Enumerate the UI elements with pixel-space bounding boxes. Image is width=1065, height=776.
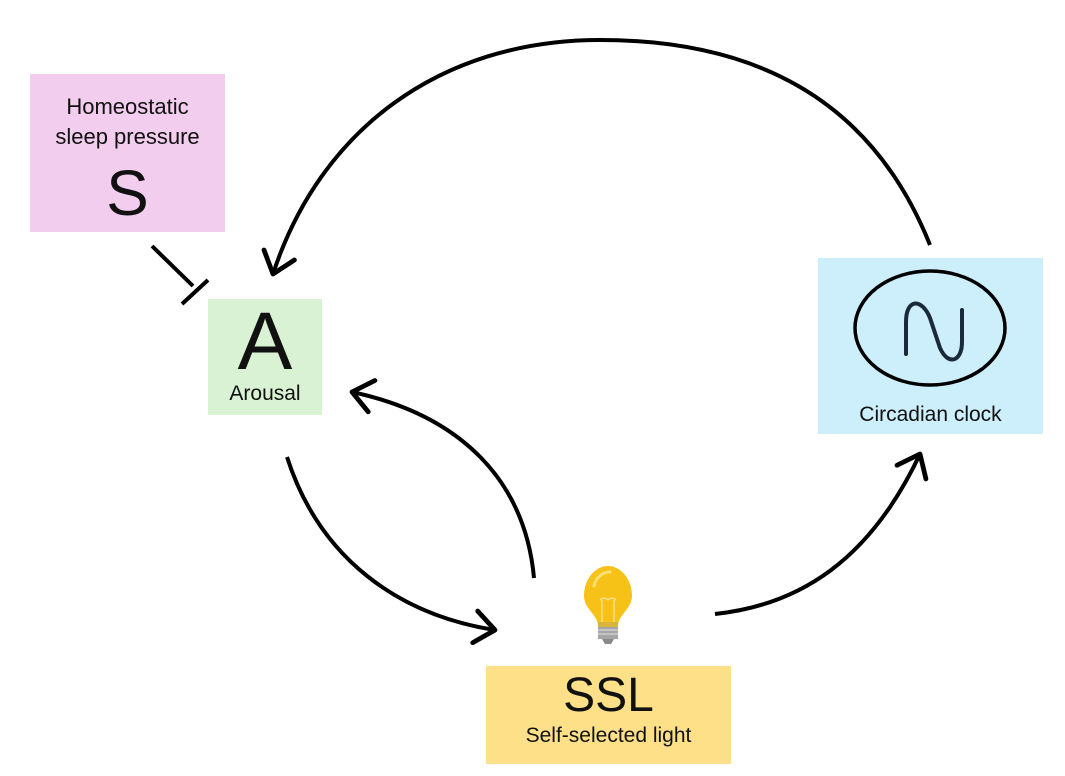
sleep-pressure-label: Homeostatic sleep pressure	[30, 92, 225, 152]
circadian-clock-label: Circadian clock	[859, 403, 1002, 426]
sine-wave-in-circle-icon	[853, 269, 1007, 387]
edge-sleep-pressure-inhibits-arousal	[150, 244, 210, 306]
arousal-label: Arousal	[229, 382, 301, 405]
light-bulb-icon	[584, 566, 632, 644]
node-homeostatic-sleep-pressure: Homeostatic sleep pressure S	[30, 74, 225, 232]
edge-clock-to-arousal	[261, 37, 932, 277]
arousal-symbol: A	[237, 296, 293, 387]
node-arousal: A Arousal	[208, 296, 322, 415]
ssl-label: Self-selected light	[525, 724, 692, 747]
sleep-pressure-symbol: S	[106, 157, 149, 229]
ssl-symbol: SSL	[563, 669, 654, 722]
node-circadian-clock: Circadian clock	[818, 258, 1043, 434]
node-self-selected-light: SSL Self-selected light	[486, 666, 731, 764]
sleep-pressure-label-line2: sleep pressure	[55, 124, 200, 149]
sleep-pressure-label-line1: Homeostatic	[66, 94, 189, 119]
edge-ssl-to-clock	[714, 451, 929, 616]
edge-ssl-to-arousal	[349, 378, 536, 579]
edge-arousal-to-ssl	[285, 456, 498, 646]
